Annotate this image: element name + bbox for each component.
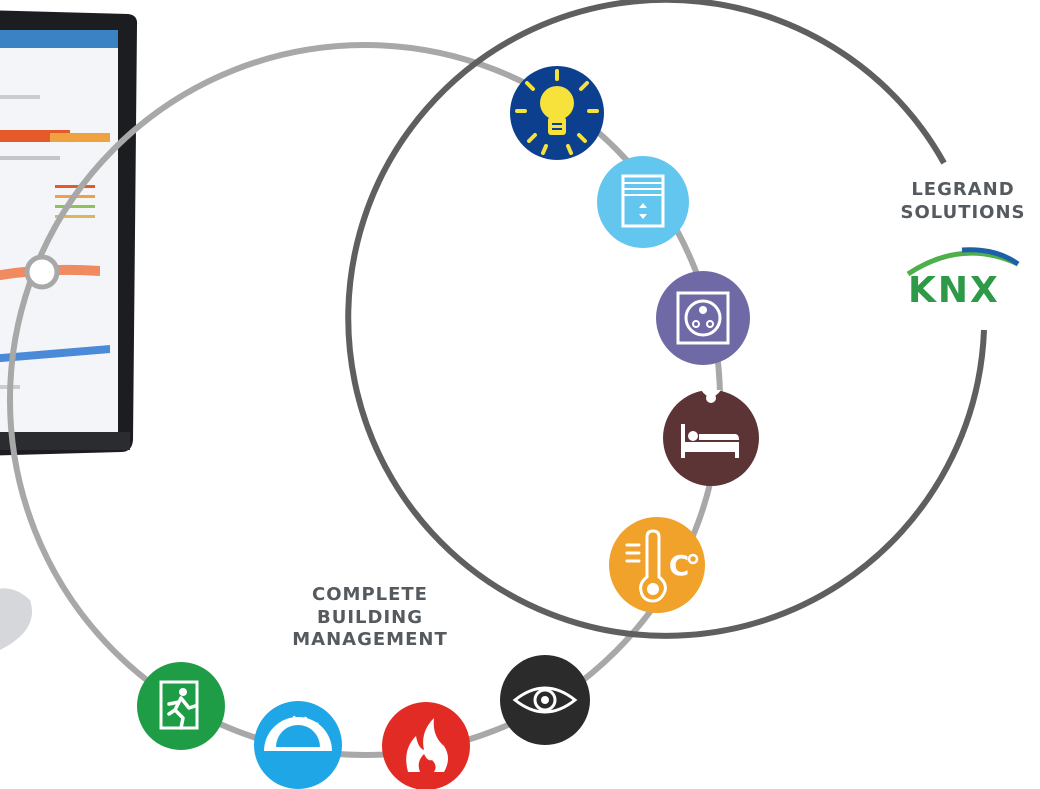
complete-building-management-label: COMPLETE BUILDING MANAGEMENT	[280, 584, 460, 652]
heating-icon: C	[609, 517, 705, 613]
socket-icon	[656, 271, 750, 365]
lighting-icon	[510, 66, 604, 160]
cbm-label-line-1: COMPLETE	[312, 584, 428, 605]
inner-ring	[345, 0, 987, 639]
emergency-exit-icon	[137, 662, 225, 750]
legrand-solutions-label: LEGRAND SOLUTIONS	[868, 179, 1040, 224]
cbm-label-line-3: MANAGEMENT	[292, 629, 448, 650]
legrand-label-line-2: SOLUTIONS	[900, 201, 1026, 223]
monitor-illustration	[0, 10, 138, 650]
svg-text:C: C	[669, 549, 690, 582]
fire-alarm-icon	[382, 702, 470, 789]
energy-meter-icon	[254, 701, 342, 789]
knx-logo-text: KNX	[908, 270, 1000, 308]
legrand-label-line-1: LEGRAND	[911, 179, 1015, 200]
surveillance-icon	[500, 655, 590, 745]
ring-node	[24, 254, 60, 290]
cbm-label-line-2: BUILDING	[317, 606, 423, 628]
blinds-icon	[597, 156, 689, 248]
hotel-room-icon	[663, 390, 759, 486]
knx-logo: KNX	[906, 247, 1020, 308]
